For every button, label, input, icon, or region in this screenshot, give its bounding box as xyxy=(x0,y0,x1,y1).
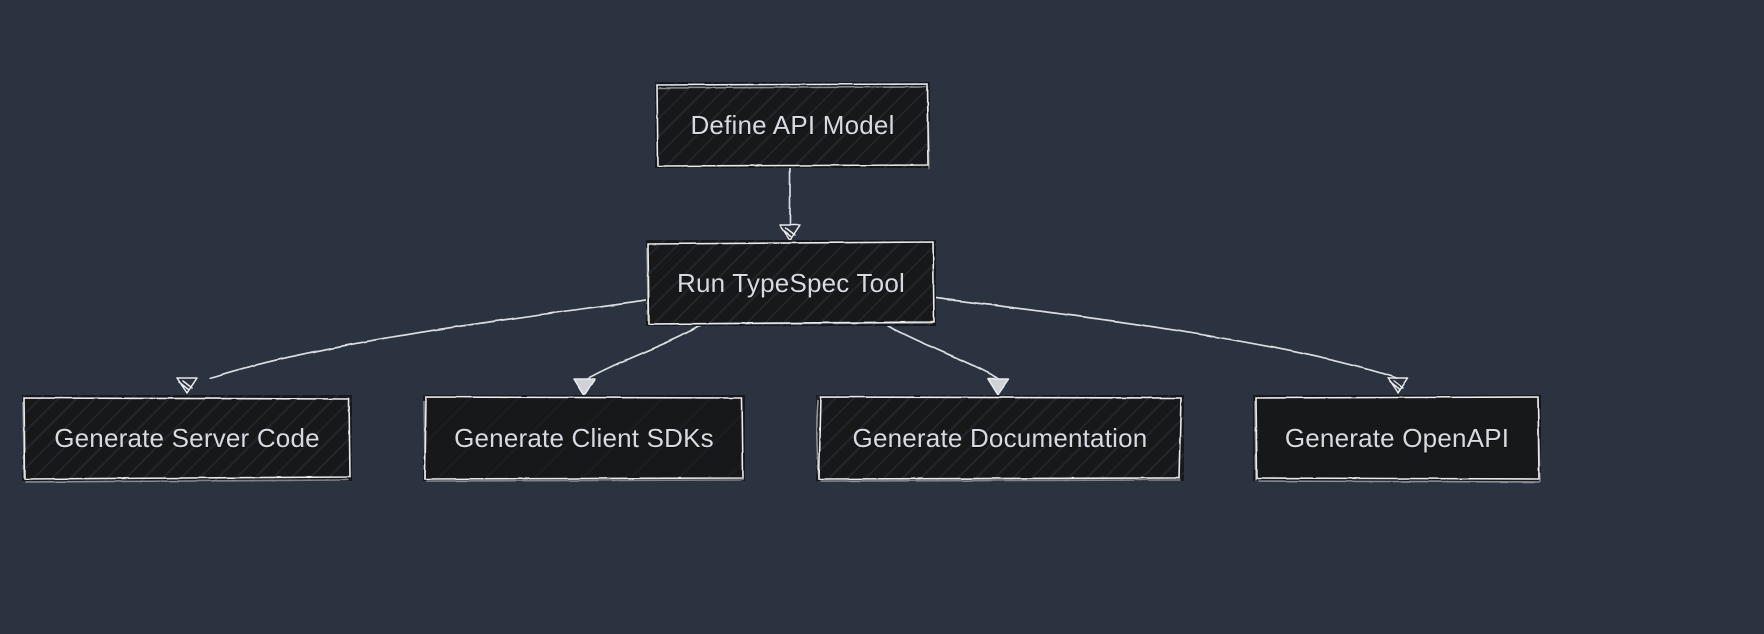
node-label: Generate OpenAPI xyxy=(1284,422,1510,453)
node-define-api-model[interactable]: Define API Model xyxy=(655,82,930,169)
node-label: Generate Client SDKs xyxy=(454,422,714,453)
arrowhead-define-to-run xyxy=(779,224,801,241)
node-run-typespec-tool[interactable]: Run TypeSpec Tool xyxy=(646,240,936,326)
arrowhead-run-to-sdk xyxy=(573,378,596,396)
node-label: Define API Model xyxy=(690,109,895,140)
edge-run-to-server xyxy=(209,299,647,379)
edge-run-to-docs xyxy=(887,325,1000,380)
node-generate-openapi[interactable]: Generate OpenAPI xyxy=(1253,395,1541,483)
node-generate-client-sdks[interactable]: Generate Client SDKs xyxy=(423,395,745,482)
arrowhead-run-to-docs xyxy=(987,378,1010,396)
arrowhead-run-to-server xyxy=(176,377,198,394)
node-label: Run TypeSpec Tool xyxy=(677,267,905,298)
arrowhead-run-to-openapi xyxy=(1387,377,1409,394)
node-label: Generate Server Code xyxy=(54,422,320,453)
node-generate-server-code[interactable]: Generate Server Code xyxy=(22,395,352,483)
edge-run-to-sdk xyxy=(584,325,701,381)
edge-run-to-openapi xyxy=(935,297,1398,379)
node-generate-documentation[interactable]: Generate Documentation xyxy=(816,395,1184,482)
node-label: Generate Documentation xyxy=(852,422,1148,453)
